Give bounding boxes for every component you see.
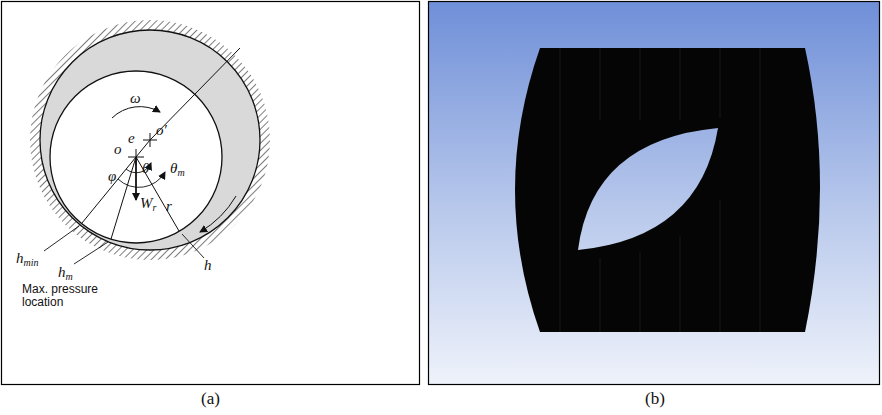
- panel-frame: [2, 2, 420, 385]
- cylinder-opening: [578, 128, 718, 250]
- angle-label: θ: [142, 160, 149, 177]
- eccentricity-label: e: [128, 130, 135, 147]
- journal: [50, 71, 222, 243]
- panel-caption: (b): [645, 390, 665, 409]
- radius-label: r: [166, 198, 172, 215]
- film-thickness-label: h: [204, 257, 212, 274]
- panel-caption: (a): [201, 390, 220, 409]
- oil-film: [40, 30, 260, 250]
- angle-label: θm: [170, 160, 185, 178]
- load-label: Wr: [140, 195, 156, 213]
- mesh-cylinder: [515, 48, 820, 332]
- film-thickness-label: hmin: [16, 250, 39, 268]
- note-text: Max. pressure location: [22, 283, 122, 309]
- panel-frame: [429, 2, 880, 385]
- rotation-arrow: [112, 107, 160, 118]
- eccentricity-line: [136, 140, 150, 157]
- film-thickness-label: hm: [58, 264, 73, 282]
- load-arrow: [135, 157, 137, 200]
- rotation-symbol: ω: [130, 90, 141, 107]
- center-label: o: [114, 141, 122, 158]
- flow-arrow: [200, 196, 236, 232]
- center-label: o′: [156, 122, 167, 139]
- bearing-housing: [30, 20, 270, 260]
- angle-label: φ: [108, 168, 116, 185]
- radius-line: [150, 48, 240, 140]
- min-film-line: [82, 157, 136, 223]
